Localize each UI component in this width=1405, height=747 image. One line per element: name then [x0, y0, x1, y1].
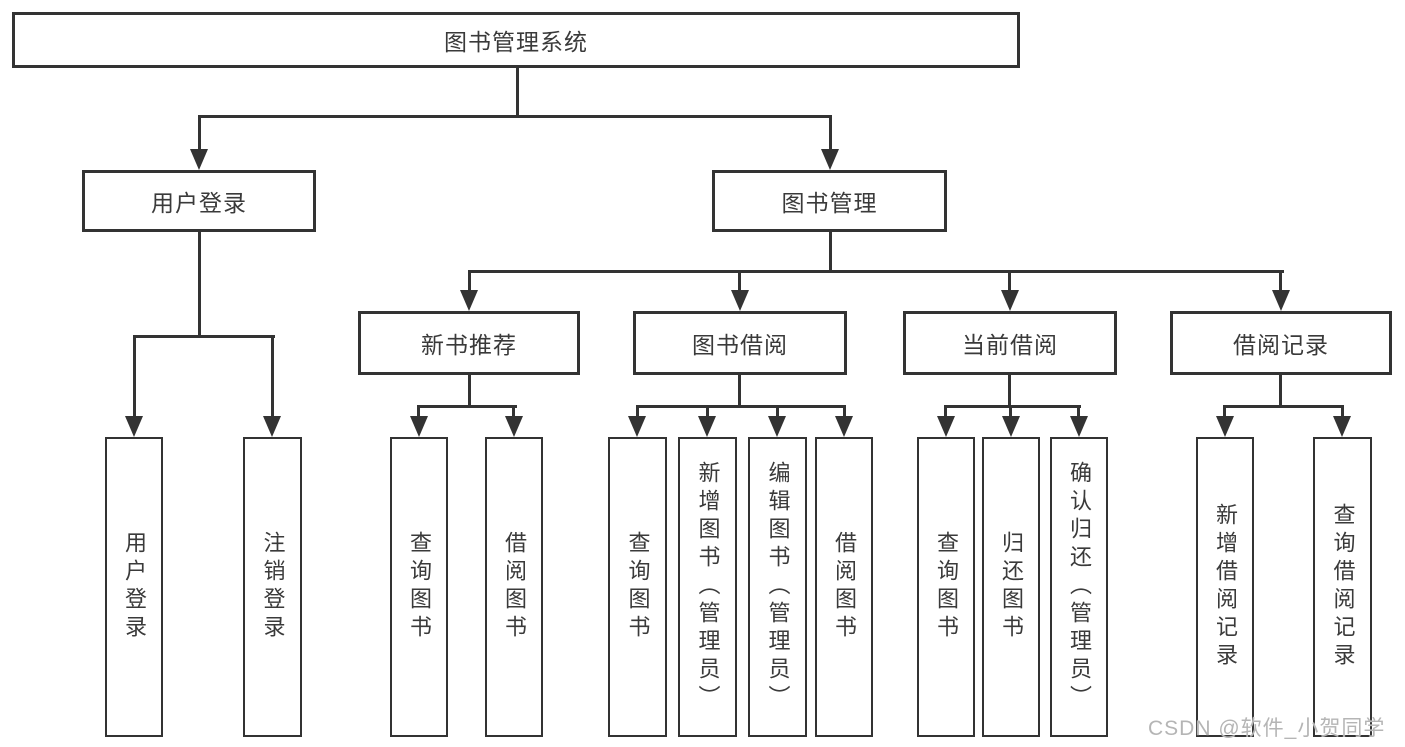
connector-line: [133, 335, 136, 420]
arrow-down-icon: [460, 290, 478, 311]
arrow-down-icon: [835, 416, 853, 437]
connector-line: [1341, 405, 1344, 419]
connector-line: [944, 405, 1081, 408]
leaf-label: 用户登录: [122, 531, 147, 643]
connector-line: [418, 405, 517, 408]
arrow-down-icon: [1002, 416, 1020, 437]
connector-line: [706, 405, 709, 419]
connector-line: [468, 375, 471, 408]
leaf-label: 确认归还（管理员）: [1067, 461, 1092, 713]
leaf-borrow-books-recommend: 借阅图书: [485, 437, 543, 737]
connector-line: [829, 115, 832, 151]
connector-line: [829, 232, 832, 273]
watermark: CSDN @软件_小贺同学: [1148, 717, 1386, 740]
leaf-label: 新增图书（管理员）: [695, 461, 721, 713]
arrow-down-icon: [1070, 416, 1088, 437]
node-borrow-records: 借阅记录: [1170, 311, 1392, 375]
connector-line: [1279, 270, 1282, 294]
connector-line: [1077, 405, 1080, 419]
connector-line: [738, 270, 741, 294]
arrow-down-icon: [410, 416, 428, 437]
connector-line: [636, 405, 639, 419]
node-label: 新书推荐: [421, 332, 517, 358]
leaf-label: 查询图书: [625, 531, 651, 643]
leaf-user-login: 用户登录: [105, 437, 163, 737]
arrow-down-icon: [768, 416, 786, 437]
arrow-down-icon: [263, 416, 281, 437]
node-label: 图书管理系统: [444, 29, 588, 55]
arrow-down-icon: [628, 416, 646, 437]
connector-line: [468, 270, 1284, 273]
connector-line: [417, 405, 420, 419]
leaf-label: 借阅图书: [502, 531, 527, 643]
connector-line: [738, 375, 741, 408]
leaf-add-books-admin: 新增图书（管理员）: [678, 437, 737, 737]
node-book-borrow: 图书借阅: [633, 311, 847, 375]
connector-line: [512, 405, 515, 419]
connector-line: [271, 335, 274, 420]
arrow-down-icon: [698, 416, 716, 437]
arrow-down-icon: [937, 416, 955, 437]
arrow-down-icon: [190, 149, 208, 170]
leaf-query-books-recommend: 查询图书: [390, 437, 448, 737]
arrow-down-icon: [1001, 290, 1019, 311]
connector-line: [133, 335, 275, 338]
leaf-label: 查询借阅记录: [1330, 503, 1356, 671]
leaf-label: 编辑图书（管理员）: [765, 461, 791, 713]
node-label: 当前借阅: [962, 332, 1058, 358]
node-label: 图书借阅: [692, 332, 788, 358]
connector-line: [636, 405, 846, 408]
connector-line: [198, 115, 201, 151]
arrow-down-icon: [821, 149, 839, 170]
leaf-label: 查询图书: [407, 531, 432, 643]
node-user-login: 用户登录: [82, 170, 316, 232]
arrow-down-icon: [731, 290, 749, 311]
leaf-label: 注销登录: [260, 531, 286, 643]
connector-line: [1279, 375, 1282, 408]
connector-line: [516, 67, 519, 117]
leaf-query-books-borrow: 查询图书: [608, 437, 667, 737]
connector-line: [198, 115, 832, 118]
node-label: 用户登录: [151, 190, 247, 216]
leaf-label: 借阅图书: [832, 531, 857, 643]
connector-line: [1223, 405, 1226, 419]
node-current-borrow: 当前借阅: [903, 311, 1117, 375]
node-label: 图书管理: [781, 190, 878, 216]
connector-line: [198, 232, 201, 338]
node-new-book-recommend: 新书推荐: [358, 311, 580, 375]
leaf-query-books-current: 查询图书: [917, 437, 975, 737]
connector-line: [776, 405, 779, 419]
node-label: 借阅记录: [1233, 332, 1329, 358]
arrow-down-icon: [125, 416, 143, 437]
connector-line: [1008, 375, 1011, 408]
connector-line: [843, 405, 846, 419]
leaf-logout: 注销登录: [243, 437, 302, 737]
arrow-down-icon: [505, 416, 523, 437]
leaf-edit-books-admin: 编辑图书（管理员）: [748, 437, 807, 737]
connector-line: [1008, 270, 1011, 294]
leaf-label: 归还图书: [999, 531, 1024, 643]
connector-line: [1224, 405, 1344, 408]
connector-line: [944, 405, 947, 419]
node-book-management: 图书管理: [712, 170, 947, 232]
leaf-label: 新增借阅记录: [1213, 503, 1238, 671]
leaf-return-books: 归还图书: [982, 437, 1040, 737]
leaf-borrow-books: 借阅图书: [815, 437, 873, 737]
arrow-down-icon: [1333, 416, 1351, 437]
leaf-confirm-return-admin: 确认归还（管理员）: [1050, 437, 1108, 737]
connector-line: [468, 270, 471, 294]
arrow-down-icon: [1216, 416, 1234, 437]
leaf-add-borrow-record: 新增借阅记录: [1196, 437, 1254, 737]
node-library-management-system: 图书管理系统: [12, 12, 1020, 68]
connector-line: [1009, 405, 1012, 419]
arrow-down-icon: [1272, 290, 1290, 311]
leaf-query-borrow-record: 查询借阅记录: [1313, 437, 1372, 737]
leaf-label: 查询图书: [934, 531, 959, 643]
